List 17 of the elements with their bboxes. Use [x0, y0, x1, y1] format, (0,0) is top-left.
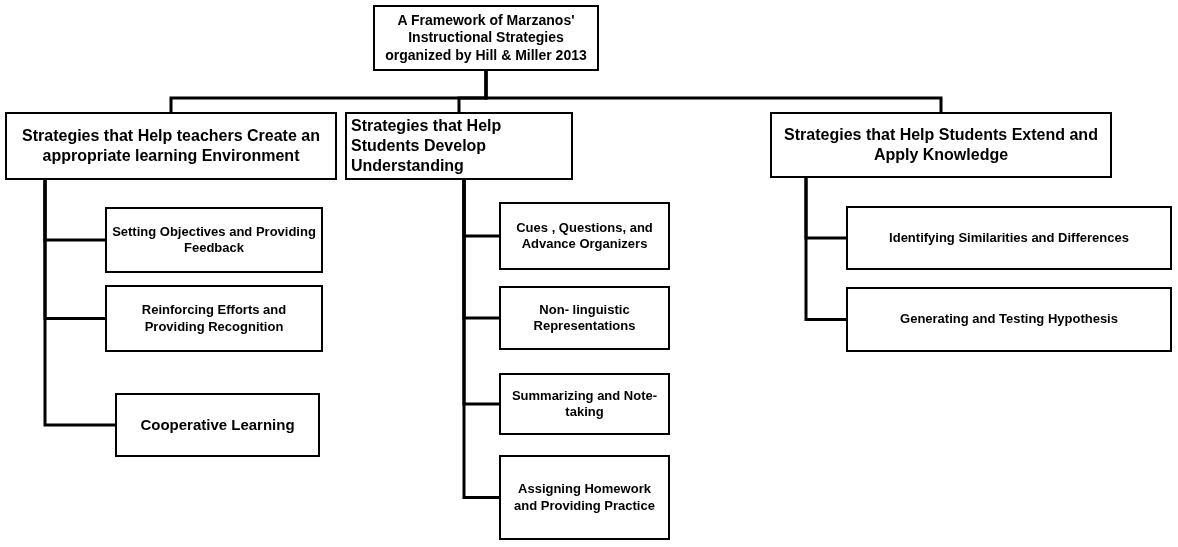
text-box: Setting Objectives and Providing Feedback [105, 207, 323, 273]
text-box: Strategies that Help Students Develop Understanding [345, 112, 573, 180]
text-box: Reinforcing Efforts and Providing Recognition [105, 285, 323, 352]
text-box: Summarizing and Note- taking [499, 373, 670, 435]
connector-line [462, 180, 499, 499]
text-box: Strategies that Help Students Extend and Apply Knowledge [770, 112, 1112, 178]
text-box: Generating and Testing Hypothesis [846, 287, 1172, 352]
text-box: Assigning Homework and Providing Practice [499, 455, 670, 540]
connector-line [804, 178, 846, 321]
text-box: Strategies that Help teachers Create an appropriate learning Environment [5, 112, 337, 180]
text-box: A Framework of Marzanos' Instructional Strategies organized by Hill & Miller 2013 [373, 5, 599, 71]
connector-line [43, 180, 115, 427]
text-box: Identifying Similarities and Differences [846, 206, 1172, 270]
text-box: Cooperative Learning [115, 393, 320, 457]
text-box: Non- linguistic Representations [499, 286, 670, 350]
text-box: Cues , Questions, and Advance Organizers [499, 202, 670, 270]
connector-line [484, 71, 943, 112]
